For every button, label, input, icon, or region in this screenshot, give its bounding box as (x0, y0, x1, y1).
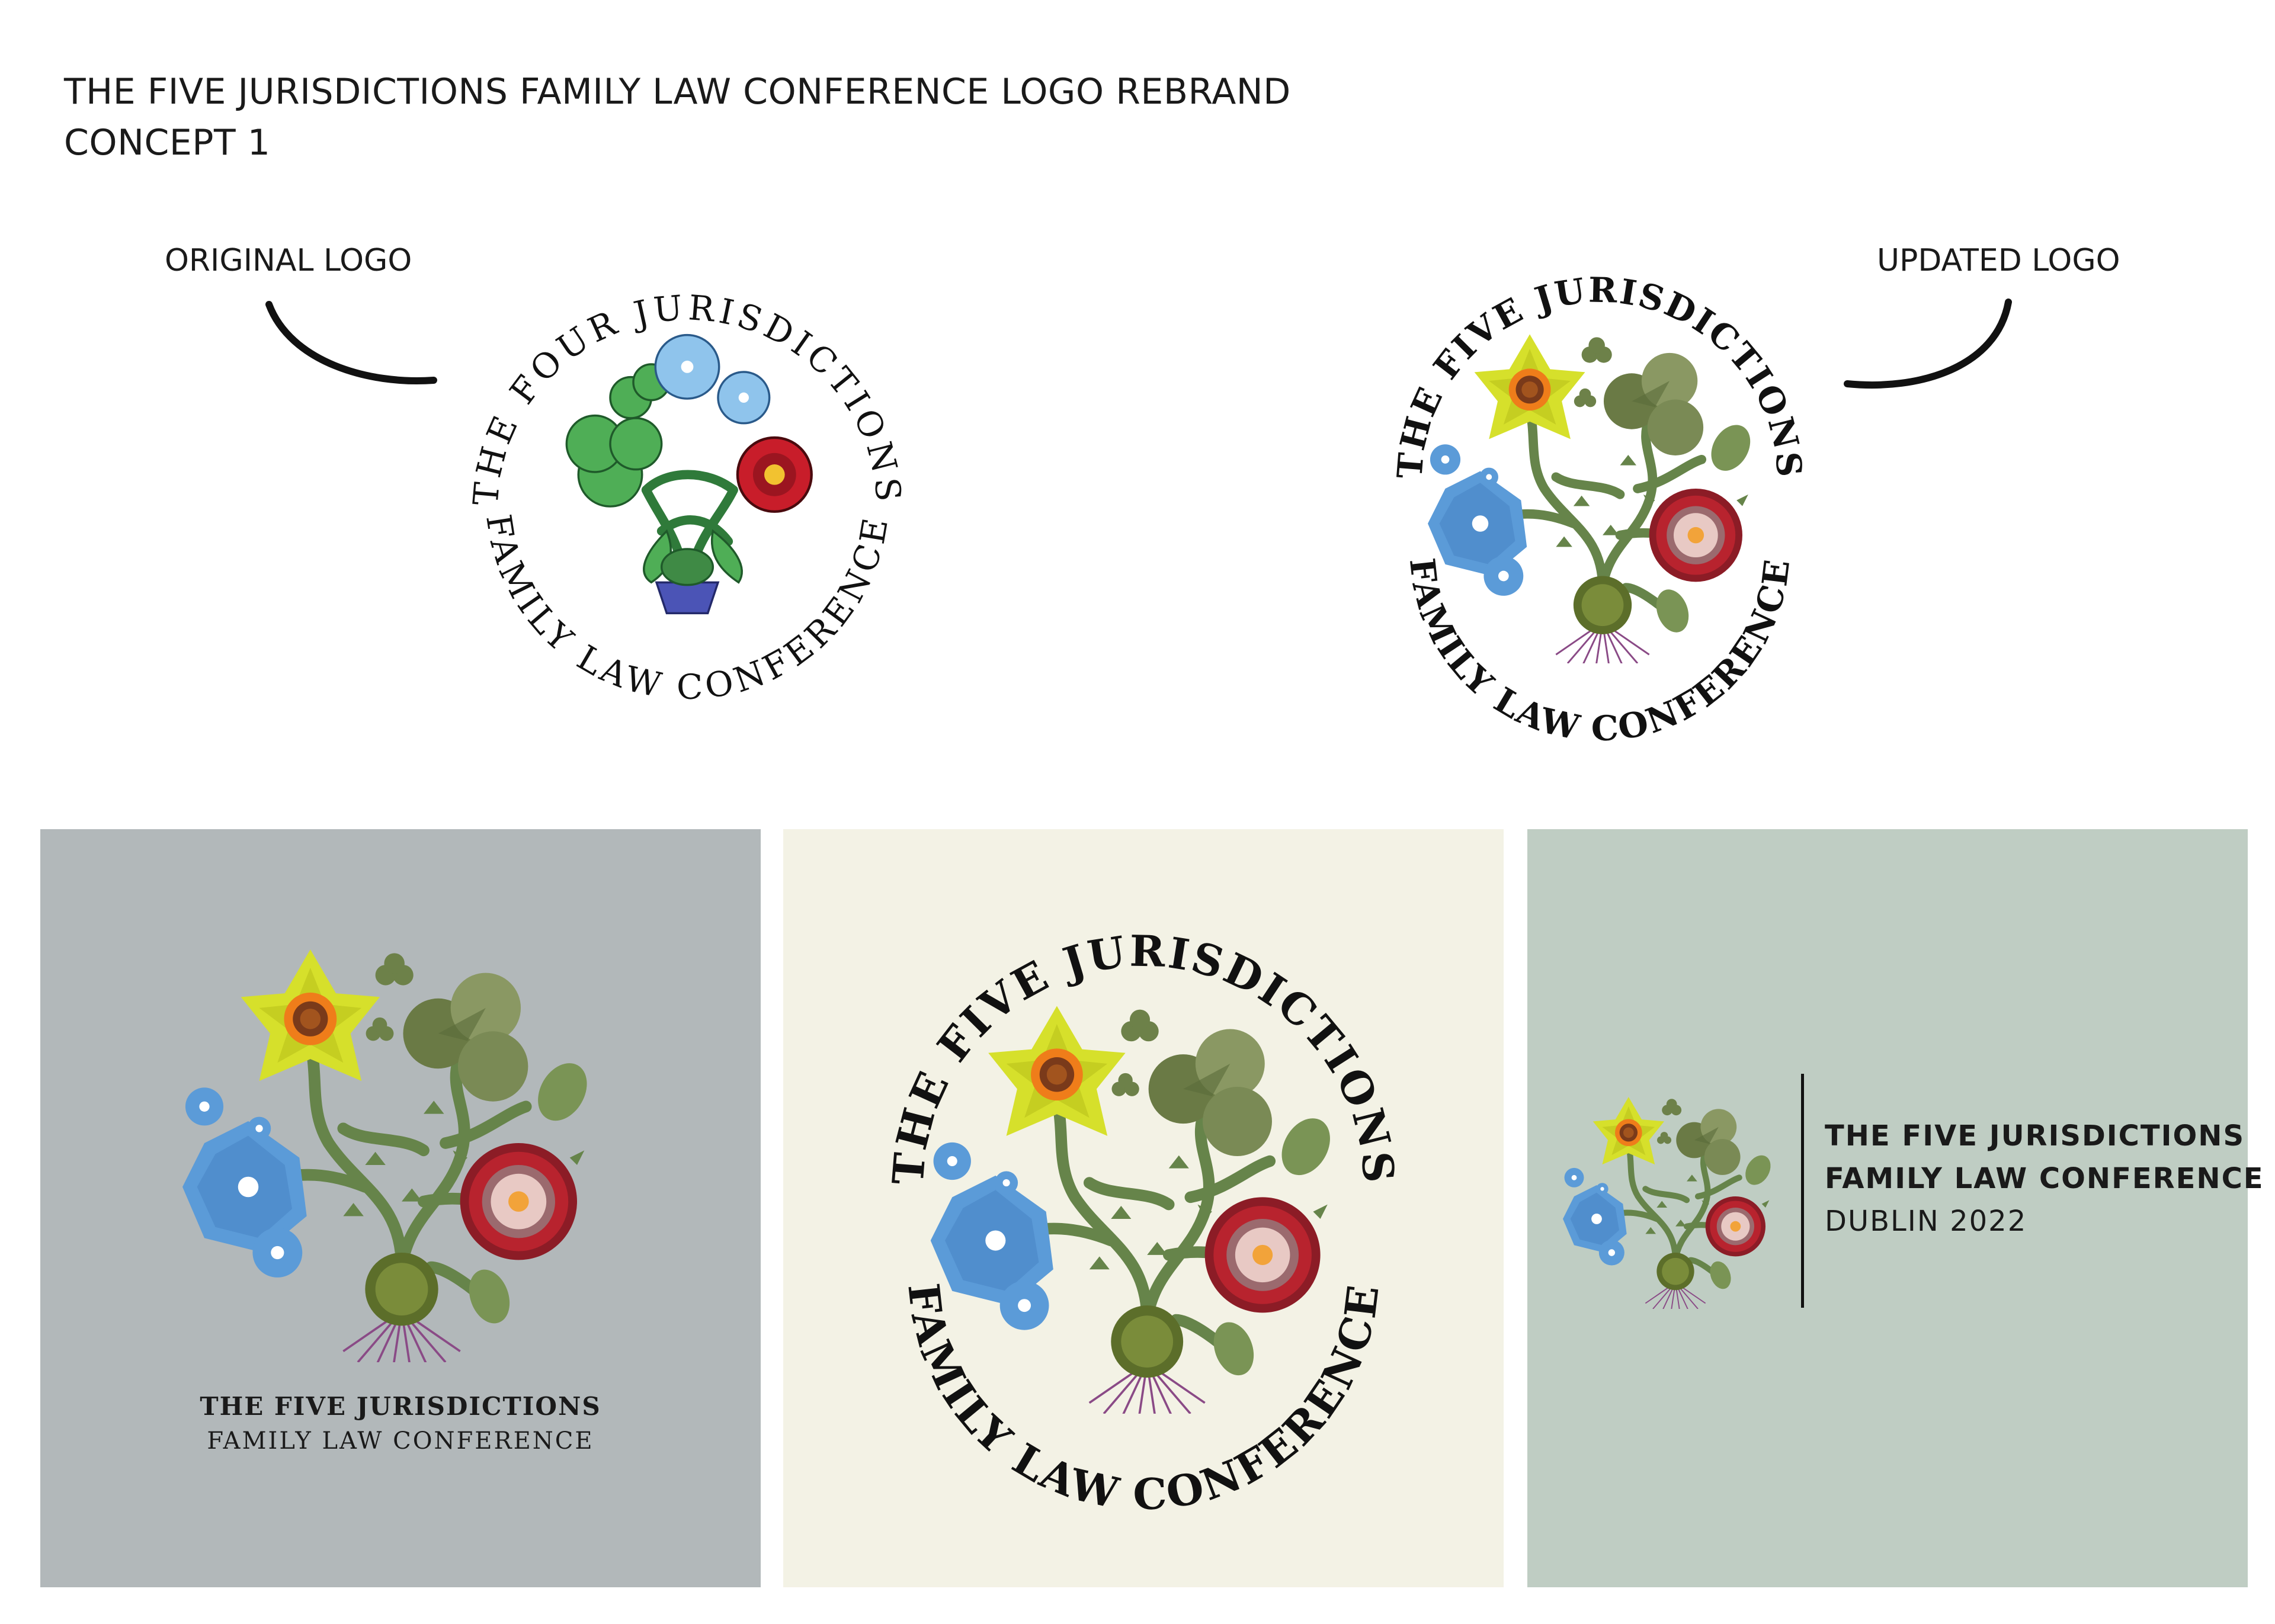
grey-panel-subtitle: FAMILY LAW CONFERENCE (207, 1427, 594, 1455)
title-line-2: CONCEPT 1 (64, 122, 271, 163)
updated-logo-pointer-arc (1844, 299, 2012, 389)
original-floral-emblem (566, 335, 811, 614)
sage-panel-subtitle: FAMILY LAW CONFERENCE (1825, 1162, 2264, 1195)
sage-panel-title: THE FIVE JURISDICTIONS (1825, 1119, 2245, 1153)
updated-floral-emblem (1428, 334, 1758, 669)
original-logo: THE FOUR JURISDICTIONS · FAMILY LAW CONF… (450, 261, 905, 707)
sage-panel-location: DUBLIN 2022 (1825, 1205, 2027, 1238)
grey-panel-emblem (171, 924, 633, 1362)
page-title: THE FIVE JURISDICTIONS FAMILY LAW CONFER… (64, 66, 1291, 168)
title-line-1: THE FIVE JURISDICTIONS FAMILY LAW CONFER… (64, 71, 1291, 113)
original-logo-pointer-arc (265, 301, 437, 384)
updated-logo: THE FIVE JURISDICTIONS FAMILY LAW CONFER… (1389, 270, 1808, 746)
vertical-divider (1801, 1074, 1804, 1308)
updated-logo-label: UPDATED LOGO (1877, 243, 2120, 278)
cream-panel-logo: THE FIVE JURISDICTIONS FAMILY LAW CONFER… (883, 926, 1401, 1520)
sage-panel-emblem (1563, 1084, 1788, 1309)
grey-panel-title: THE FIVE JURISDICTIONS (200, 1392, 601, 1421)
mockup-panel-sage: THE FIVE JURISDICTIONS FAMILY LAW CONFER… (1527, 829, 2263, 1587)
mockup-panel-grey: THE FIVE JURISDICTIONS FAMILY LAW CONFER… (40, 829, 761, 1587)
original-logo-label: ORIGINAL LOGO (165, 243, 412, 278)
mockup-panel-cream: THE FIVE JURISDICTIONS FAMILY LAW CONFER… (783, 829, 1504, 1587)
